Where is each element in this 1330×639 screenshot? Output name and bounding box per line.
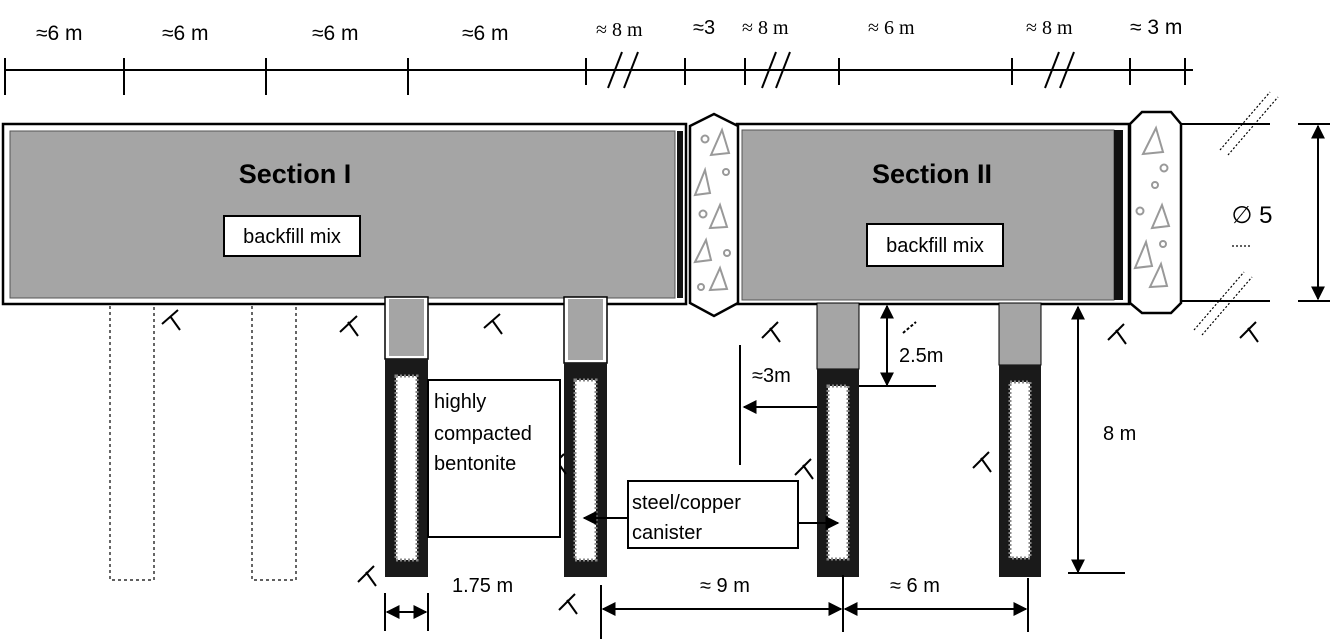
offset-dimension: ≈3m xyxy=(739,345,817,465)
bentonite-label: highly compacted bentonite xyxy=(434,391,537,475)
scale-label: ≈6 m xyxy=(36,22,83,45)
spacing-label: ≈ 6 m xyxy=(890,575,940,597)
hole-width-label: 1.75 m xyxy=(452,575,513,597)
concrete-plug xyxy=(1128,110,1183,315)
deposition-hole xyxy=(384,296,429,577)
diameter-label: ∅ 5 xyxy=(1232,202,1273,229)
backfill-label: backfill mix xyxy=(886,235,984,257)
spacing-dimension: ≈ 6 m xyxy=(843,575,1029,632)
scale-ticks xyxy=(4,58,1186,95)
backfill-label-box xyxy=(223,215,361,257)
scale-break-marks xyxy=(607,51,1075,89)
diameter-dimension: ∅ 5 xyxy=(1181,91,1330,336)
empty-deposition-holes xyxy=(109,302,297,581)
scale-label: ≈6 m xyxy=(162,22,209,45)
section-2-tunnel xyxy=(735,122,1131,306)
plug-depth-dimension: 2.5m xyxy=(859,304,943,387)
scale-label: ≈ 3 m xyxy=(1130,16,1182,39)
section-1-tunnel xyxy=(1,122,688,306)
section-title: Section I xyxy=(239,159,352,189)
scale-label: ≈ 6 m xyxy=(868,17,915,39)
concrete-plug xyxy=(688,112,740,318)
scale-label: ≈3 xyxy=(693,17,715,39)
top-scale: ≈6 m ≈6 m ≈6 m ≈6 m ≈ 8 m ≈3 ≈ 8 m ≈ 6 m… xyxy=(4,16,1193,95)
canister-label: steel/copper canister xyxy=(632,492,747,544)
scale-label: ≈6 m xyxy=(312,22,359,45)
spacing-label: ≈ 9 m xyxy=(700,575,750,597)
hole-depth-dimension: 8 m xyxy=(1068,305,1136,574)
hole-width-dimension: 1.75 m xyxy=(384,575,513,631)
deposition-hole xyxy=(563,296,608,577)
rock-hatch-marks xyxy=(161,309,1259,615)
hole-depth-label: 8 m xyxy=(1103,423,1136,445)
spacing-dimension: ≈ 9 m xyxy=(600,575,844,639)
scale-label: ≈ 8 m xyxy=(1026,17,1073,39)
scale-label: ≈ 8 m xyxy=(742,17,789,39)
scale-label: ≈ 8 m xyxy=(596,19,643,41)
deposition-hole xyxy=(998,302,1042,577)
deposition-hole xyxy=(816,302,860,577)
scale-label: ≈6 m xyxy=(462,22,509,45)
backfill-label-box xyxy=(866,223,1004,267)
offset-label: ≈3m xyxy=(752,365,791,387)
canister-label-box xyxy=(627,480,799,549)
bentonite-label-box xyxy=(427,379,561,538)
backfill-label: backfill mix xyxy=(243,226,341,248)
plug-depth-label: 2.5m xyxy=(899,345,943,367)
section-title: Section II xyxy=(872,159,992,189)
